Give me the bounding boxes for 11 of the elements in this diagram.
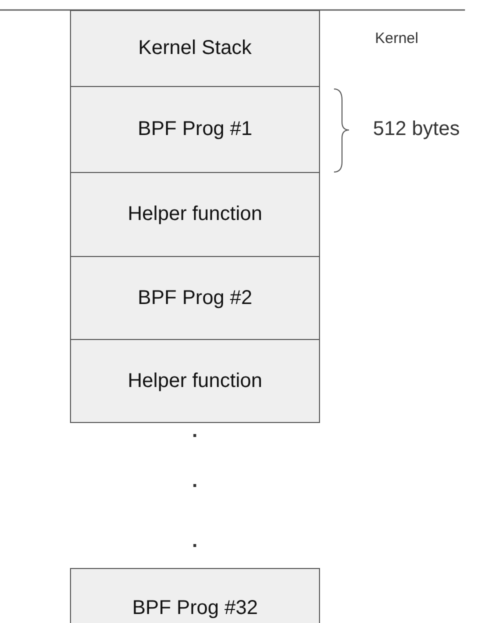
stack-frame-box: BPF Prog #1	[70, 87, 320, 173]
stack-frame-box: BPF Prog #2	[70, 257, 320, 340]
stack-frame-box: BPF Prog #32	[70, 568, 320, 623]
ellipsis-dot: .	[192, 470, 198, 493]
stack-region-label: Kernel	[375, 30, 418, 47]
ellipsis-dot: .	[192, 530, 198, 553]
stack-frame-box: Helper function	[70, 173, 320, 257]
size-label: 512 bytes	[373, 118, 460, 141]
stack-frame-box: Helper function	[70, 340, 320, 423]
ellipsis-dot: .	[192, 420, 198, 443]
stack-frame-box: Kernel Stack	[70, 10, 320, 87]
